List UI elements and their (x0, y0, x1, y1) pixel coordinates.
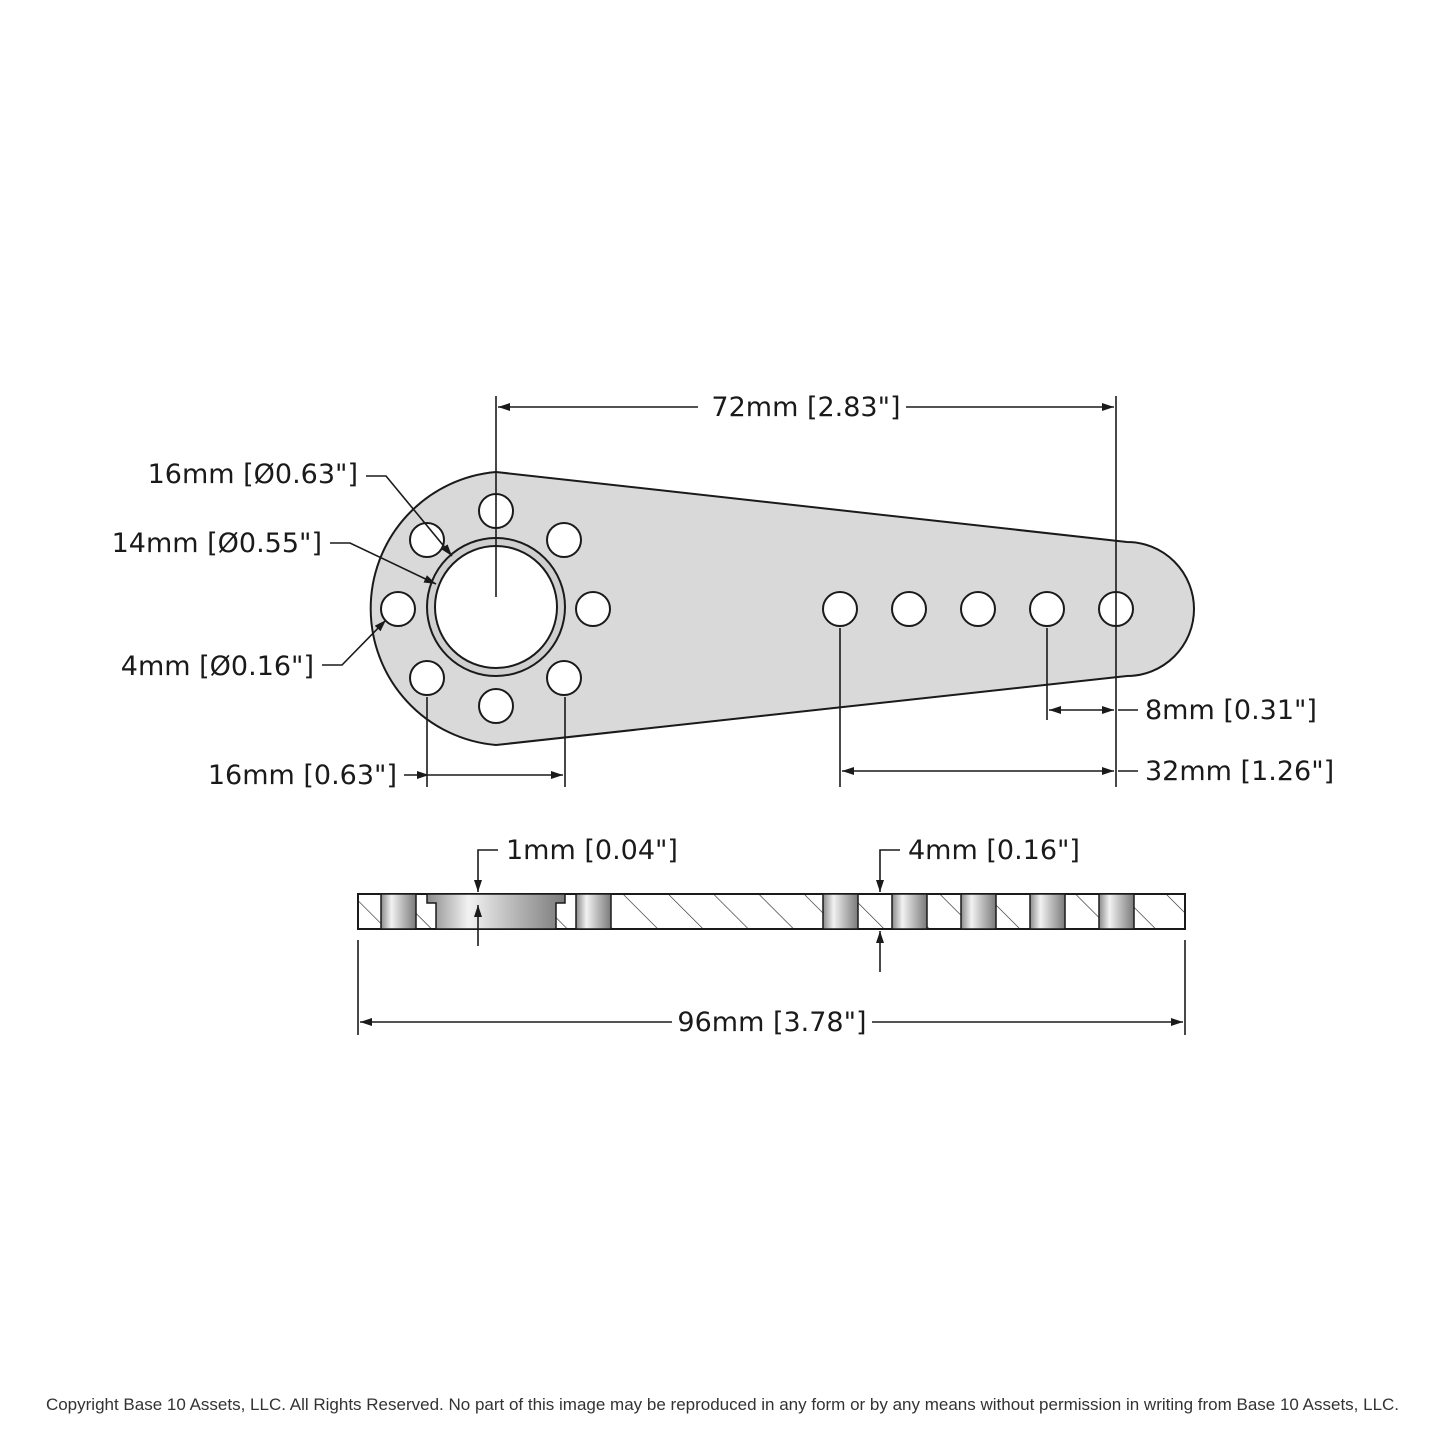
section-hole (1098, 893, 1135, 930)
hub-hole (409, 660, 445, 696)
label-overall-length: 96mm [3.78"] (677, 1007, 866, 1038)
section-hole (1029, 893, 1066, 930)
section-hub-bore (426, 893, 566, 930)
label-counterbore-depth: 1mm [0.04"] (506, 835, 678, 866)
top-view (369, 470, 1195, 747)
top-view-dimensions (322, 396, 1138, 787)
label-arm-hole-span: 32mm [1.26"] (1145, 756, 1334, 787)
section-hole (822, 893, 859, 930)
hub-hole (409, 522, 445, 558)
arm-hole (960, 591, 996, 627)
section-hole (380, 893, 417, 930)
leader-14mm-dia (330, 542, 437, 585)
hub-hole (546, 660, 582, 696)
label-hub-bore-diameter: 14mm [Ø0.55"] (112, 528, 322, 559)
leader-4mm-dia (322, 619, 387, 666)
hub-hole (380, 591, 416, 627)
leader-1mm (474, 849, 498, 892)
section-hole (575, 893, 612, 930)
label-hub-outer-diameter: 16mm [Ø0.63"] (148, 459, 358, 490)
hub-hole (478, 688, 514, 724)
leader-16mm-dia (366, 475, 453, 557)
hub-hole (546, 522, 582, 558)
label-hole-diameter: 4mm [Ø0.16"] (121, 651, 314, 682)
label-plate-thickness: 4mm [0.16"] (908, 835, 1080, 866)
section-holes (380, 893, 1135, 930)
leader-4mm (876, 849, 900, 892)
label-overall-center-span: 72mm [2.83"] (711, 392, 900, 423)
hub-hole (575, 591, 611, 627)
section-hole (960, 893, 997, 930)
copyright-notice: Copyright Base 10 Assets, LLC. All Right… (45, 1395, 1400, 1414)
arm-hole (822, 591, 858, 627)
label-hub-hole-spacing: 16mm [0.63"] (208, 760, 397, 791)
arm-hole (891, 591, 927, 627)
side-view-dimensions (357, 849, 1186, 1035)
label-arm-hole-pitch: 8mm [0.31"] (1145, 695, 1317, 726)
side-view (357, 893, 1186, 930)
arm-hole (1029, 591, 1065, 627)
section-hole (891, 893, 928, 930)
